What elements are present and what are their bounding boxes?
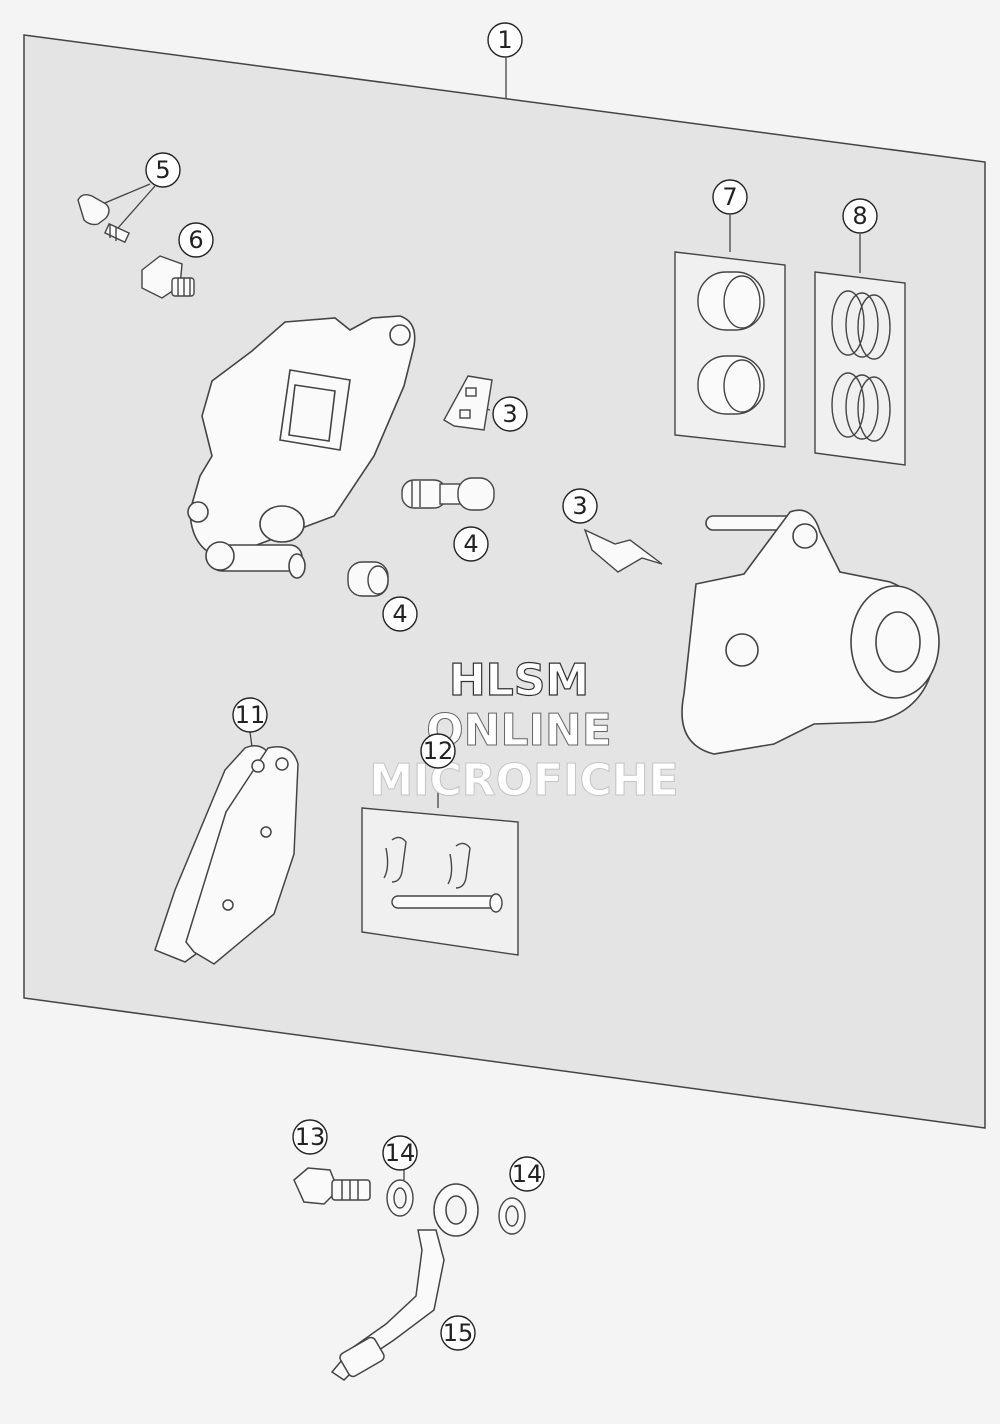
callout-13: 13 xyxy=(292,1119,328,1155)
svg-text:7: 7 xyxy=(722,183,737,211)
brake-pads-part xyxy=(154,745,299,965)
svg-text:4: 4 xyxy=(392,600,407,628)
pad-pin-kit-part xyxy=(361,807,519,956)
washer-part xyxy=(386,1179,526,1235)
callout-8: 8 xyxy=(842,198,878,234)
callout-4a: 4 xyxy=(453,526,489,562)
watermark-line-2: ONLINE xyxy=(426,705,612,756)
svg-text:13: 13 xyxy=(295,1123,326,1151)
svg-text:11: 11 xyxy=(235,701,266,729)
seal-kit-part xyxy=(814,271,906,466)
watermark-line-1: HLSM xyxy=(449,655,589,706)
banjo-bolt-part xyxy=(293,1167,371,1205)
callout-3a: 3 xyxy=(492,396,528,432)
callout-5: 5 xyxy=(145,152,181,188)
svg-text:1: 1 xyxy=(497,26,512,54)
svg-text:6: 6 xyxy=(188,226,203,254)
callout-14b: 14 xyxy=(509,1156,545,1192)
callout-12: 12 xyxy=(420,733,456,769)
plug-screw-part xyxy=(141,255,195,299)
svg-text:5: 5 xyxy=(155,156,170,184)
svg-text:14: 14 xyxy=(512,1160,543,1188)
watermark-line-3: MICROFICHE xyxy=(369,755,678,806)
callout-11: 11 xyxy=(232,697,268,733)
caliper-body-part xyxy=(187,315,416,579)
piston-kit-part xyxy=(674,251,786,448)
callout-6: 6 xyxy=(178,222,214,258)
svg-text:3: 3 xyxy=(572,492,587,520)
svg-text:12: 12 xyxy=(423,737,454,765)
guide-pin-part xyxy=(347,477,495,597)
svg-text:14: 14 xyxy=(385,1139,416,1167)
callout-1: 1 xyxy=(487,22,523,58)
callout-3b: 3 xyxy=(562,488,598,524)
brake-hose-part xyxy=(330,1183,479,1381)
callout-15: 15 xyxy=(440,1315,476,1351)
pad-spring-part xyxy=(443,375,663,573)
watermark: HLSM ONLINE MICROFICHE xyxy=(369,654,679,806)
svg-text:3: 3 xyxy=(502,400,517,428)
callout-4b: 4 xyxy=(382,596,418,632)
svg-text:4: 4 xyxy=(463,530,478,558)
leader-lines xyxy=(99,58,861,1180)
callout-14a: 14 xyxy=(382,1135,418,1171)
bleeder-valve-part xyxy=(77,193,131,244)
svg-text:8: 8 xyxy=(852,202,867,230)
svg-text:15: 15 xyxy=(443,1319,474,1347)
callout-7: 7 xyxy=(712,179,748,215)
caliper-support-part xyxy=(681,509,940,755)
